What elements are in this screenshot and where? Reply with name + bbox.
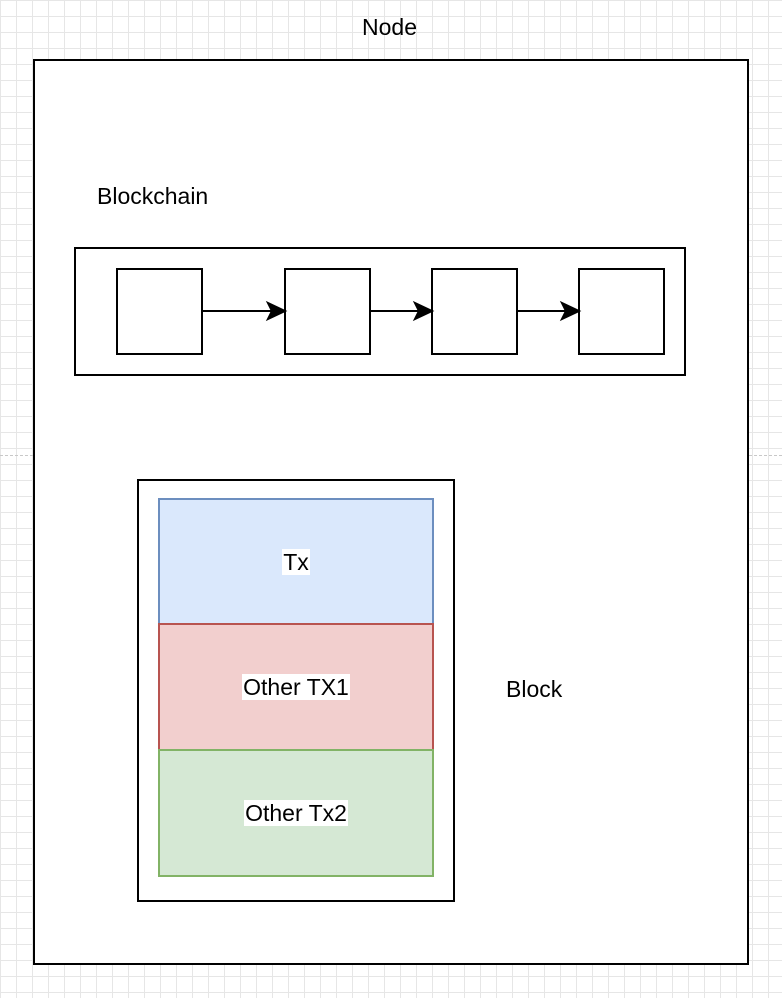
chain-block-3[interactable] [431,268,518,355]
tx-row-tx[interactable]: Tx [158,498,434,626]
tx-label: Tx [282,548,310,576]
chain-block-1[interactable] [116,268,203,355]
blockchain-label: Blockchain [97,183,209,209]
block-label: Block [506,676,563,702]
other-tx2-label: Other Tx2 [244,799,348,827]
other-tx1-label: Other TX1 [242,673,350,701]
node-title: Node [362,14,417,40]
chain-block-2[interactable] [284,268,371,355]
tx-row-other-tx1[interactable]: Other TX1 [158,623,434,751]
tx-row-other-tx2[interactable]: Other Tx2 [158,749,434,877]
chain-block-4[interactable] [578,268,665,355]
